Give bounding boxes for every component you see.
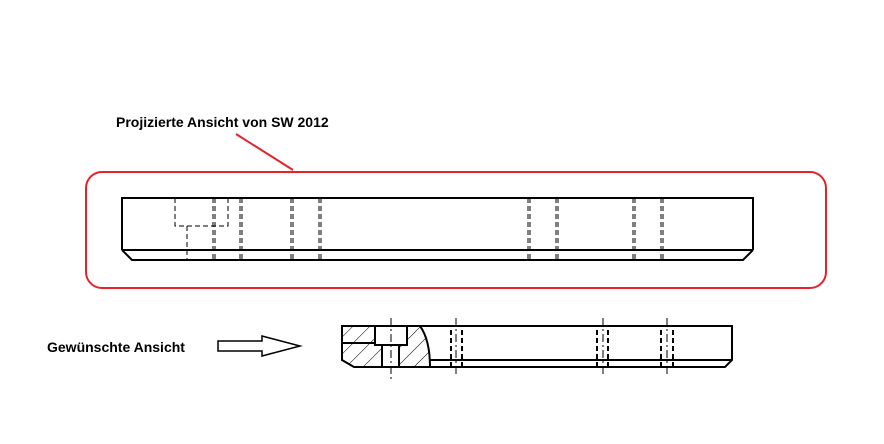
desired-view: [341, 318, 733, 380]
highlight-frame: [85, 171, 827, 289]
projected-view-label: Projizierte Ansicht von SW 2012: [116, 114, 329, 130]
projected-view: [121, 197, 754, 261]
desired-view-label: Gewünschte Ansicht: [47, 339, 185, 355]
arrow-icon: [217, 335, 303, 357]
callout-leader-line: [235, 133, 294, 171]
